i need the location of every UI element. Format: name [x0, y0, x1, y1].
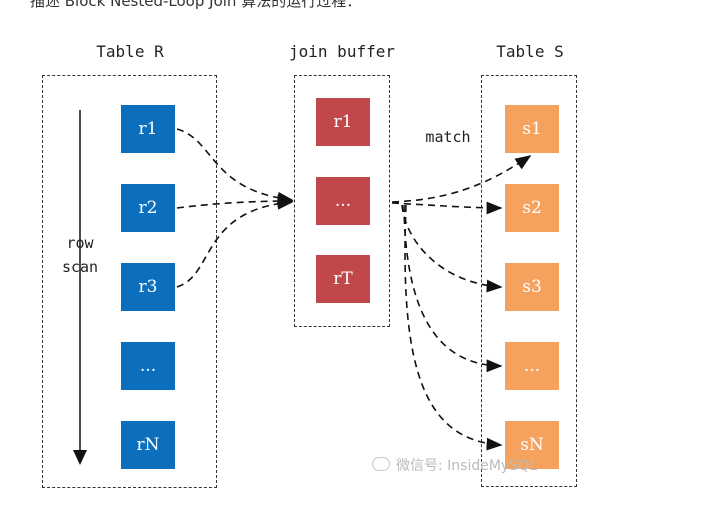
table-s-frame [481, 75, 577, 487]
watermark: 微信号: InsideMySQL [372, 455, 537, 475]
row-scan-arrowhead [73, 450, 87, 465]
table-r-row-2: r2 [121, 184, 175, 232]
match-label: match [425, 128, 471, 146]
table-r-frame [42, 75, 217, 488]
table-s-row-n: sN [505, 421, 559, 469]
join-buffer-frame [294, 75, 390, 327]
buffer-row-t: rT [316, 255, 370, 303]
table-r-row-3: r3 [121, 263, 175, 311]
wechat-icon [372, 457, 390, 471]
watermark-text: 微信号: InsideMySQL [396, 458, 537, 474]
table-s-row-2: s2 [505, 184, 559, 232]
arrow-buffer-to-sn [404, 204, 503, 451]
arrow-buffer-to-s2 [391, 201, 503, 215]
arrow-r2-to-buffer [176, 194, 294, 209]
arrow-buffer-to-s1 [391, 155, 532, 203]
buffer-row-1: r1 [316, 98, 370, 146]
arrow-buffer-to-s-ellipsis [403, 204, 503, 373]
join-buffer-title: join buffer [289, 42, 395, 61]
arrow-r1-to-buffer [176, 128, 294, 205]
table-s-title: Table S [496, 42, 564, 61]
header-fragment: 描述 Block Nested-Loop Join 算法的运行过程： [30, 0, 362, 10]
row-label: row [66, 234, 94, 252]
arrow-buffer-to-s3 [401, 204, 503, 293]
scan-label: scan [61, 258, 99, 276]
table-r-row-1: r1 [121, 105, 175, 153]
arrow-r3-to-buffer [176, 196, 294, 288]
table-s-row-3: s3 [505, 263, 559, 311]
buffer-row-ellipsis: ... [316, 177, 370, 225]
table-s-row-1: s1 [505, 105, 559, 153]
table-r-row-n: rN [121, 421, 175, 469]
table-r-title: Table R [96, 42, 164, 61]
table-r-row-ellipsis: ... [121, 342, 175, 390]
table-s-row-ellipsis: ... [505, 342, 559, 390]
